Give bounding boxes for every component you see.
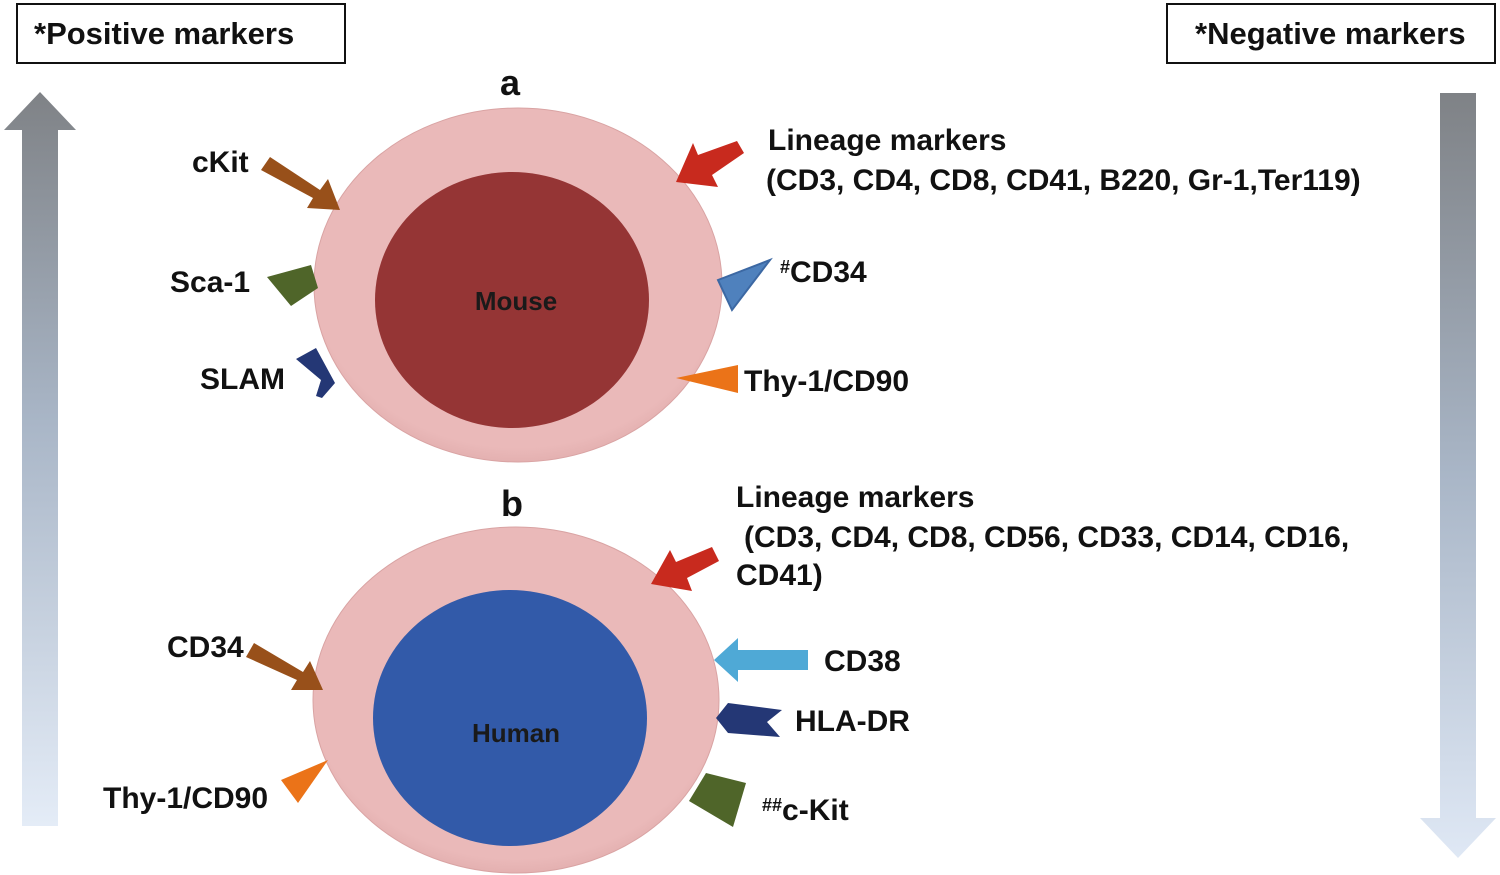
- human-cd34-arrow-icon: [246, 643, 323, 690]
- mouse-cd34-receptor-icon: [716, 257, 773, 312]
- positive-markers-box: [16, 3, 346, 64]
- human-nucleus: [373, 590, 647, 846]
- human-ckit-text: c-Kit: [782, 794, 849, 827]
- mouse-ckit-label: cKit: [192, 146, 249, 179]
- mouse-cd34-label: #CD34: [780, 256, 867, 289]
- human-thy1-receptor-icon: [281, 760, 328, 803]
- negative-down-arrow: [1420, 93, 1496, 858]
- human-ckit-label: ##c-Kit: [762, 794, 849, 827]
- positive-up-arrow: [4, 92, 76, 826]
- negative-markers-label: *Negative markers: [1195, 16, 1466, 51]
- human-lineage-title: Lineage markers: [736, 481, 974, 514]
- mouse-lineage-arrow-icon: [676, 141, 744, 187]
- human-lineage-list-line1: (CD3, CD4, CD8, CD56, CD33, CD14, CD16,: [744, 521, 1349, 554]
- mouse-ckit-arrow-icon: [261, 157, 340, 210]
- panel-b-letter: b: [501, 483, 523, 524]
- human-ckit-superscript: ##: [762, 795, 782, 815]
- human-cd38-arrow-icon: [714, 638, 808, 682]
- mouse-cd34-superscript: #: [780, 257, 790, 277]
- mouse-slam-receptor-icon: [296, 348, 335, 398]
- negative-markers-box: [1166, 3, 1496, 64]
- human-hla-dr-label: HLA-DR: [795, 705, 910, 738]
- human-cd38-label: CD38: [824, 645, 901, 678]
- mouse-slam-label: SLAM: [200, 363, 285, 396]
- mouse-sca1-label: Sca-1: [170, 266, 250, 299]
- mouse-nucleus: [375, 172, 649, 428]
- mouse-cd34-text: CD34: [790, 256, 867, 289]
- human-thy1-label: Thy-1/CD90: [103, 782, 268, 815]
- human-cd34-label: CD34: [167, 631, 244, 664]
- mouse-cell-label: Mouse: [475, 286, 557, 316]
- panel-a-letter: a: [500, 62, 521, 103]
- mouse-thy1-label: Thy-1/CD90: [744, 365, 909, 398]
- positive-markers-label: *Positive markers: [34, 16, 294, 51]
- human-cell-label: Human: [472, 718, 560, 748]
- mouse-lineage-title: Lineage markers: [768, 124, 1006, 157]
- human-lineage-list-line2: CD41): [736, 559, 823, 592]
- human-lineage-arrow-icon: [651, 547, 719, 591]
- human-hla-dr-receptor-icon: [716, 703, 782, 737]
- mouse-sca1-receptor-icon: [267, 265, 318, 306]
- mouse-thy1-receptor-icon: [676, 365, 738, 393]
- human-ckit-receptor-icon: [689, 773, 746, 827]
- mouse-lineage-list: (CD3, CD4, CD8, CD41, B220, Gr-1,Ter119): [766, 164, 1361, 197]
